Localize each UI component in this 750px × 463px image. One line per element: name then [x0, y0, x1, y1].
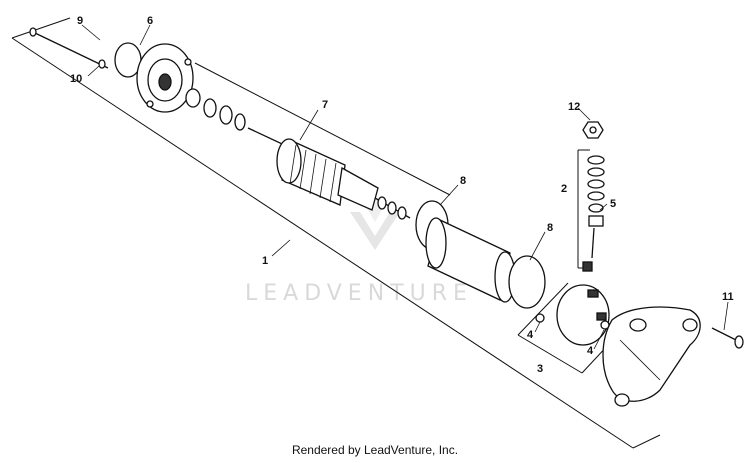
callout-5: 5	[610, 198, 616, 210]
watermark-text: LEADVENTURE	[245, 281, 473, 306]
callout-9: 9	[77, 15, 83, 27]
assembly-outline-box	[11, 17, 661, 449]
callout-4b: 4	[587, 345, 594, 357]
armature	[247, 127, 411, 219]
callout-3: 3	[537, 363, 543, 375]
callout-11: 11	[722, 291, 734, 303]
leader-lines	[81, 24, 729, 350]
terminal-nut	[582, 121, 604, 139]
terminal-kit-stack	[582, 155, 605, 272]
terminal-kit-bracket	[577, 149, 590, 269]
callout-8b: 8	[547, 222, 553, 234]
callout-8a: 8	[460, 175, 466, 187]
through-bolt	[29, 27, 109, 69]
o-ring-lower	[508, 255, 546, 309]
front-bracket	[136, 43, 194, 113]
shim-washers-rear	[377, 196, 407, 220]
callout-7: 7	[322, 99, 328, 111]
callout-12: 12	[568, 101, 580, 113]
callout-10: 10	[70, 73, 82, 85]
callout-2: 2	[561, 183, 567, 195]
callout-4a: 4	[527, 329, 534, 341]
shim-washers-front	[185, 88, 246, 131]
footer-credit: Rendered by LeadVenture, Inc.	[291, 443, 459, 457]
brush-holder-plate	[535, 284, 610, 346]
callout-6: 6	[147, 15, 153, 27]
rear-screw	[711, 327, 744, 349]
rear-bracket	[602, 306, 701, 407]
washer	[98, 59, 106, 69]
callout-1: 1	[262, 255, 268, 267]
